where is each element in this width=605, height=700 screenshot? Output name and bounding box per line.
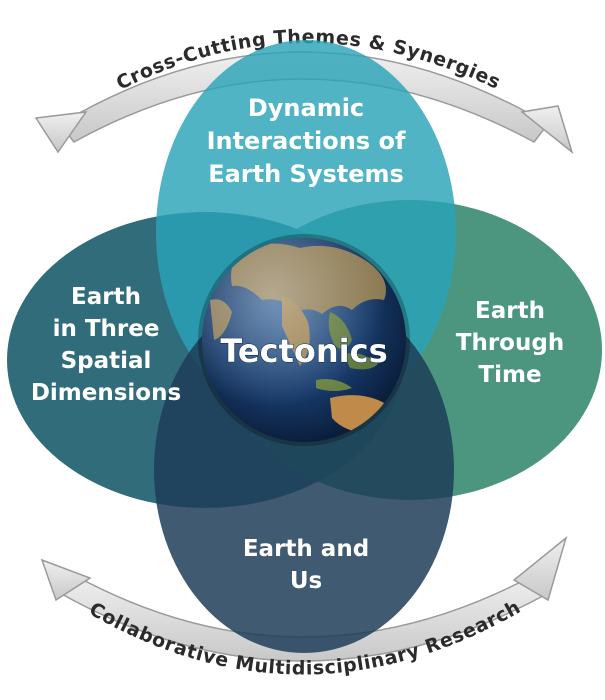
center-label: Tectonics: [220, 332, 387, 370]
label-line: Spatial: [61, 348, 152, 374]
label-line: Dimensions: [31, 380, 181, 406]
bottom-curved-arrow: [40, 535, 568, 662]
label-line: Earth: [71, 284, 141, 310]
arrow-head-right: [520, 105, 574, 155]
label-line: Time: [478, 362, 541, 388]
earth-globe-icon: [198, 234, 410, 446]
arrow-head-left-up: [40, 558, 92, 602]
label-line: Interactions of: [207, 127, 406, 155]
label-line: Earth: [475, 298, 545, 324]
label-line: in Three: [53, 316, 160, 342]
label-line: Earth Systems: [208, 160, 404, 188]
arrow-head-right-up: [512, 535, 568, 602]
label-line: Earth and: [243, 536, 369, 562]
label-line: Us: [290, 568, 322, 594]
label-line: Dynamic: [248, 94, 364, 122]
top-curved-arrow: [34, 51, 574, 155]
label-line: Through: [456, 330, 564, 356]
arrow-head-left: [34, 111, 88, 154]
